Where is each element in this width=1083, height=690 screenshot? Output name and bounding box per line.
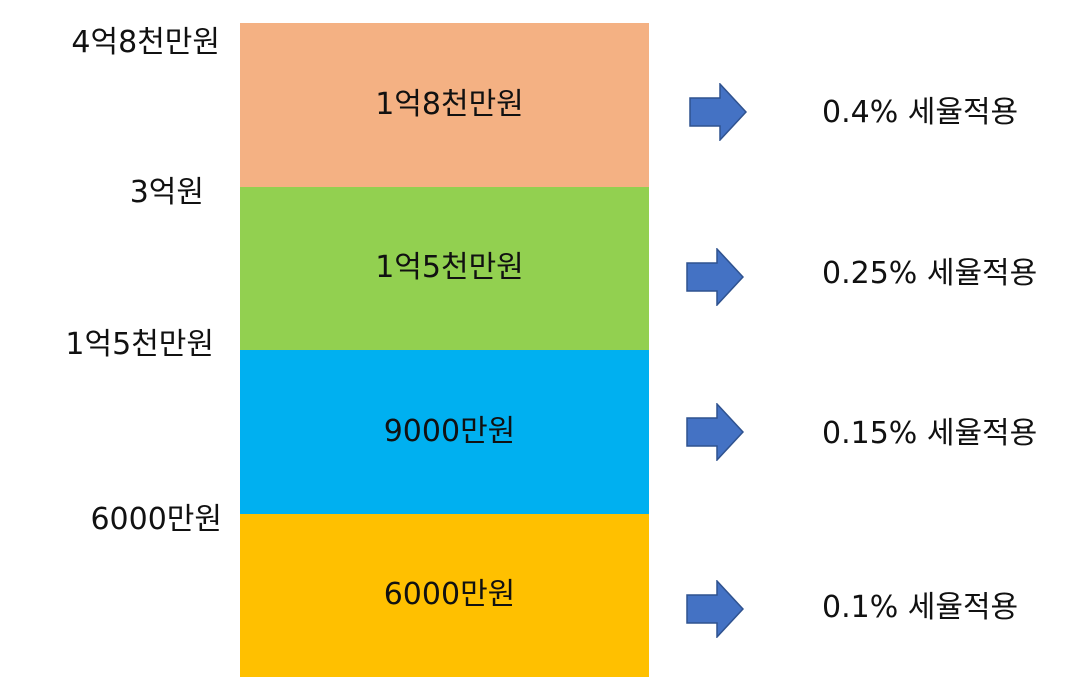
tax-rate-label: 0.1% 세율적용 [822,590,1019,625]
threshold-label-bottom: 6000만원 [90,502,222,537]
tier-label: 9000만원 [383,413,516,449]
right-arrow-icon [689,83,747,141]
right-arrow-icon [686,403,744,461]
right-arrow-icon [686,248,744,306]
tier-box-3: 9000만원 [240,350,649,514]
tier-label: 6000만원 [383,577,516,613]
right-arrow-icon [686,580,744,638]
tax-rate-label: 0.15% 세율적용 [822,416,1038,451]
tier-box-1: 1억8천만원 [240,23,649,187]
tax-rate-label: 0.4% 세율적용 [822,95,1019,130]
tier-stack: 1억8천만원 1억5천만원 9000만원 6000만원 [240,23,649,677]
tax-rate-label: 0.25% 세율적용 [822,256,1038,291]
threshold-label-top: 4억8천만원 [71,25,220,60]
tier-box-4: 6000만원 [240,513,649,677]
tier-box-2: 1억5천만원 [240,186,649,350]
threshold-label-third: 1억5천만원 [65,327,214,362]
threshold-label-second: 3억원 [129,175,204,210]
tier-label: 1억5천만원 [375,250,524,286]
tier-label: 1억8천만원 [375,86,524,122]
